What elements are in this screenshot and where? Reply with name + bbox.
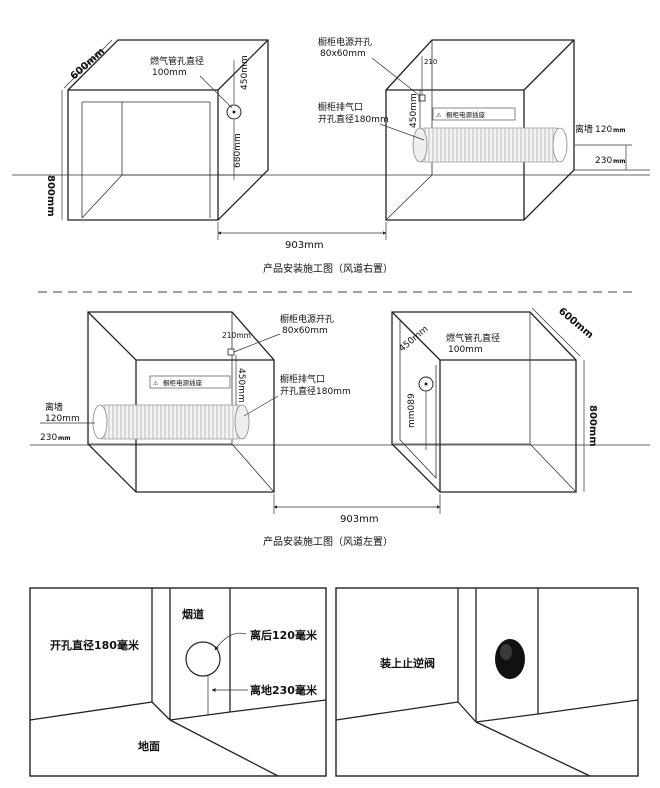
top-dim-450-right: 450mm [409,93,419,128]
mid-socket-icon: ⚠ [153,380,159,387]
mid-diagram: ⚠ 橱柜电源插座 210mm 橱柜电源开孔 80x60mm 450mm 橱柜排气… [30,306,650,548]
mid-exhaust-label-1: 橱柜排气口 [280,373,325,385]
mid-exhaust-duct [99,404,243,440]
mid-socket-label: 橱柜电源插座 [163,378,203,387]
top-dim-120-unit: mm [613,127,626,134]
bottom-floor-label: 地面 [138,739,160,753]
mid-exhaust-label-2: 开孔直径180mm [280,385,351,397]
mid-right-cabinet [391,311,577,493]
mid-dim-903-group: 903mm [273,494,441,525]
bottom-valve-label: 装上止逆阀 [379,656,435,670]
top-dim-height: 800mm [45,175,56,217]
top-left-dimensions: 600mm 800mm 燃气管孔直径 100mm 450mm 680mm [45,39,250,220]
top-gas-label-2: 100mm [152,68,187,78]
top-right-cabinet: ⚠ 橱柜电源插座 [385,39,650,221]
mid-left-dimensions: 210mm 橱柜电源开孔 80x60mm 450mm 橱柜排气口 开孔直径180… [40,313,351,443]
bottom-right-panel: 装上止逆阀 [335,587,639,777]
top-exhaust-label-1: 橱柜排气口 [318,101,363,113]
mid-gas-label-2: 100mm [448,345,483,355]
top-dim-230-unit: mm [613,158,626,165]
top-dim-903-group: 903mm [217,222,387,251]
top-gas-label-1: 燃气管孔直径 [150,55,204,67]
top-dim-210: 210 [424,58,437,66]
mid-dim-450-right: 450mm [398,324,431,354]
top-left-cabinet [67,39,269,221]
top-dim-450-left: 450mm [240,55,250,90]
top-dim-230: 230 [595,156,612,166]
mid-socket [149,375,231,389]
mid-gas-label-1: 燃气管孔直径 [446,332,500,344]
top-power-label-2: 80x60mm [320,49,366,59]
bottom-hole-label: 开孔直径180毫米 [50,638,140,652]
top-exhaust-label-2: 开孔直径180mm [318,113,389,125]
mid-dim-230-unit: mm [58,435,71,442]
top-caption: 产品安装施工图（风道右置） [263,262,393,275]
top-power-label-1: 橱柜电源开孔 [318,36,372,48]
top-dim-680: 680mm [233,133,243,168]
mid-dim-120: 120mm [45,414,80,424]
mid-caption: 产品安装施工图（风道左置） [263,535,393,548]
mid-wall-label: 离墙 [45,401,63,413]
top-dim-903: 903mm [285,240,324,251]
mid-power-label-1: 橱柜电源开孔 [280,313,334,325]
mid-dim-height: 800mm [587,405,598,447]
top-dim-depth: 600mm [69,46,107,82]
top-wall-label: 离墙 [575,123,593,135]
top-socket [432,107,516,121]
bottom-flue-label: 烟道 [182,607,204,621]
mid-dim-210: 210mm [222,331,251,340]
top-socket-label: 橱柜电源插座 [446,110,486,119]
mid-dim-680: mm089 [407,393,417,428]
bottom-left-panel: 开孔直径180毫米 烟道 离后120毫米 离地230毫米 地面 [29,587,327,777]
bottom-back-label: 离后120毫米 [250,628,318,642]
mid-right-dimensions: 燃气管孔直径 100mm 450mm mm089 600mm 800mm [398,306,598,492]
mid-power-opening [227,348,235,356]
mid-power-label-2: 80x60mm [282,326,328,336]
check-valve [495,639,525,679]
top-right-dimensions: 橱柜电源开孔 80x60mm 210 450mm 橱柜排气口 开孔直径180mm… [318,36,632,170]
bottom-hole-circle [185,641,221,677]
top-dim-120: 120 [595,125,612,135]
mid-dim-depth: 600mm [556,306,595,341]
bottom-floor-dist-label: 离地230毫米 [250,683,318,697]
top-socket-icon: ⚠ [436,112,442,119]
mid-left-cabinet: ⚠ 橱柜电源插座 [87,311,275,493]
mid-dim-903: 903mm [340,514,379,525]
mid-dim-450: 450mm [236,368,246,403]
top-diagram: 600mm 800mm 燃气管孔直径 100mm 450mm 680mm ⚠ 橱… [12,36,650,275]
top-exhaust-duct [419,127,561,163]
mid-dim-230: 230 [40,433,57,443]
